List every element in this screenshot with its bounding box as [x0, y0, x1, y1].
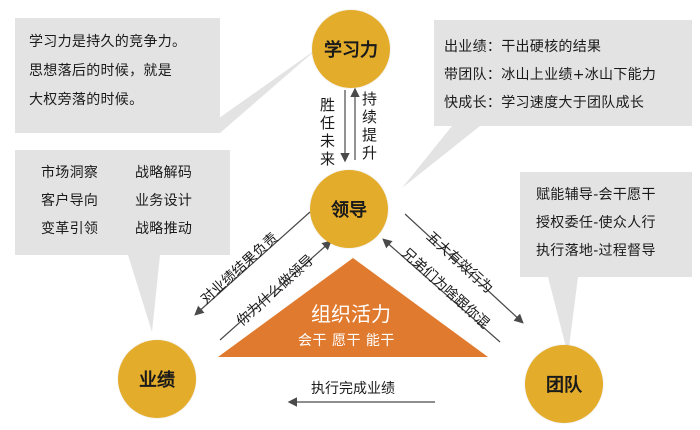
bubble-line: 业务设计 [135, 193, 193, 209]
node-team: 团队 [525, 345, 603, 423]
bubble-line: 思想落后的时候，就是 [29, 63, 172, 79]
bubble-line: 大权旁落的时候。 [29, 92, 144, 108]
bubble-line: 市场洞察 [41, 165, 99, 181]
bubble-line: 变革引领 [41, 221, 99, 237]
bubble-line: 战略推动 [135, 221, 193, 237]
bubble-line: 战略解码 [135, 165, 193, 181]
bubble-line: 出业绩：干出硬核的结果 [444, 39, 602, 55]
bubble-strategy: 市场洞察 客户导向 变革引领 战略解码 业务设计 战略推动 [15, 150, 230, 255]
label-up: 持续提升 [362, 90, 378, 162]
bubble-line: 授权委任-使众人行 [536, 215, 656, 231]
bubble-line: 学习力是持久的竞争力。 [29, 34, 187, 50]
label-down: 胜任未来 [320, 96, 336, 168]
bubble-tail [402, 126, 480, 188]
bubble-line: 带团队：冰山上业绩+冰山下能力 [444, 67, 657, 83]
bubble-team: 赋能辅导-会干愿干 授权委任-使众人行 执行落地-过程督导 [520, 172, 692, 277]
bubble-learning: 学习力是持久的竞争力。 思想落后的时候，就是 大权旁落的时候。 [15, 18, 220, 133]
bubble-tail [548, 277, 578, 355]
bubble-line: 赋能辅导-会干愿干 [536, 187, 656, 203]
arrow-right-inner [382, 238, 501, 343]
arrow-left-inner [219, 240, 332, 341]
triangle-subtitle: 会干 愿干 能干 [298, 333, 395, 349]
node-leadership: 领导 [310, 170, 388, 248]
bubble-line: 执行落地-过程督导 [536, 243, 656, 259]
node-performance: 业绩 [118, 340, 196, 418]
bubble-tail [128, 255, 160, 332]
bubble-tail [198, 48, 318, 133]
bubble-line: 客户导向 [41, 193, 99, 209]
triangle-title: 组织活力 [311, 302, 391, 326]
label-bottom: 执行完成业绩 [311, 381, 395, 397]
arrow-left-outer [194, 211, 311, 316]
bubble-line: 快成长：学习速度大于团队成长 [444, 95, 645, 111]
org-vitality-triangle [218, 258, 488, 357]
node-learning: 学习力 [312, 10, 390, 88]
arrow-right-outer [404, 213, 524, 324]
bubble-results: 出业绩：干出硬核的结果 带团队：冰山上业绩+冰山下能力 快成长：学习速度大于团队… [434, 20, 692, 126]
